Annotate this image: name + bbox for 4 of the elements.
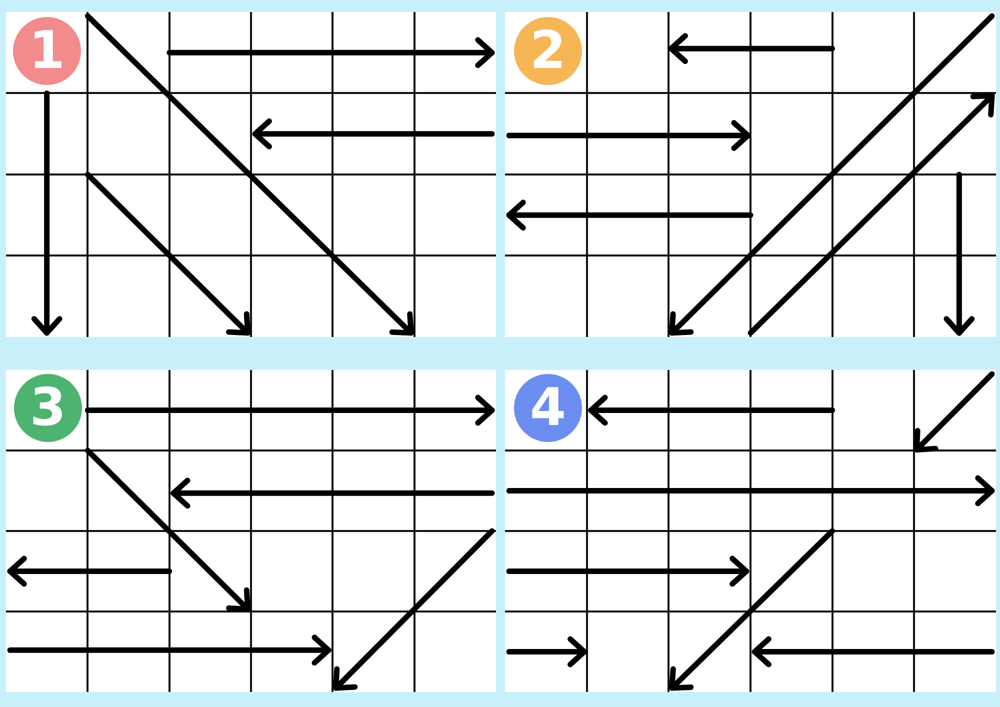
panel-number: 4	[514, 374, 582, 442]
panel-number: 3	[14, 374, 82, 442]
panel-number: 1	[13, 17, 81, 85]
panel-number: 2	[514, 17, 582, 85]
